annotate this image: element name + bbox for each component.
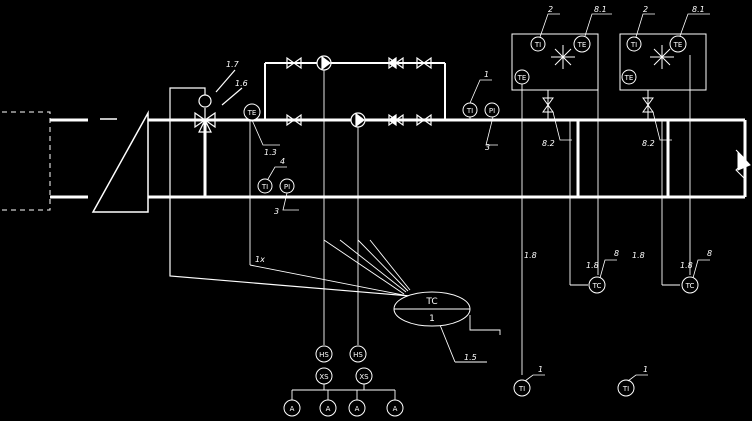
inst-ti-b: TI <box>630 41 637 49</box>
inst-a4: A <box>393 405 398 413</box>
inst-a1: A <box>290 405 295 413</box>
signal-lines <box>249 55 691 375</box>
inst-xs-b: XS <box>359 373 369 381</box>
label-1-5: 1.5 <box>464 353 477 362</box>
instruments <box>243 35 699 417</box>
label-1a: 1 <box>484 70 489 79</box>
label-8b: 8 <box>707 249 712 258</box>
inst-hs-a: HS <box>319 351 329 359</box>
inst-ti-d: TI <box>261 183 268 191</box>
label-2b: 2 <box>643 5 648 14</box>
label-2a: 2 <box>548 5 553 14</box>
label-3a: 3 <box>485 143 490 152</box>
label-1-6: 1.6 <box>235 79 248 88</box>
label-1-8c: 1.8 <box>632 251 645 260</box>
inst-tc-a: TC <box>592 282 602 290</box>
label-1-8b: 1.8 <box>586 261 599 270</box>
heat-exchanger <box>91 110 149 213</box>
inst-ti-c: TI <box>466 107 473 115</box>
inst-ti-e: TI <box>518 385 525 393</box>
inst-ti-f: TI <box>622 385 629 393</box>
pumps <box>316 55 366 128</box>
label-4: 4 <box>280 157 285 166</box>
label-1-8a: 1.8 <box>524 251 537 260</box>
inst-hs-b: HS <box>353 351 363 359</box>
inst-a2: A <box>326 405 331 413</box>
inst-te-a2: TE <box>517 74 527 82</box>
label-8-2b: 8.2 <box>642 139 655 148</box>
label-3b: 3 <box>274 207 279 216</box>
inst-te-a: TE <box>577 41 587 49</box>
label-1c: 1 <box>643 365 648 374</box>
inst-tc-main-num: 1 <box>429 314 435 324</box>
inst-ti-a: TI <box>534 41 541 49</box>
gate-valves <box>286 56 432 127</box>
inst-xs-a: XS <box>319 373 329 381</box>
inst-te-valve: TE <box>247 109 257 117</box>
label-1-8d: 1.8 <box>680 261 693 270</box>
label-1x: 1x <box>255 255 265 264</box>
main-pipelines <box>50 62 747 199</box>
inst-te-b: TE <box>673 41 683 49</box>
label-8-1b: 8.1 <box>692 5 705 14</box>
label-1-7: 1.7 <box>226 60 240 69</box>
label-8-1a: 8.1 <box>594 5 607 14</box>
label-leaders <box>251 13 710 382</box>
inst-tc-b: TC <box>685 282 695 290</box>
label-1-3: 1.3 <box>264 148 277 157</box>
inst-a3: A <box>355 405 360 413</box>
dashed-unit <box>2 111 51 211</box>
inst-pi-d: PI <box>284 183 290 191</box>
label-8-2a: 8.2 <box>542 139 555 148</box>
inst-tc-main: TC <box>425 297 437 307</box>
label-8a: 8 <box>614 249 619 258</box>
inst-pi-c: PI <box>489 107 495 115</box>
inst-te-b2: TE <box>624 74 634 82</box>
actuator-bus <box>291 384 396 400</box>
air-handler-boxes <box>511 33 751 181</box>
three-way-valve <box>169 69 411 297</box>
label-1b: 1 <box>538 365 543 374</box>
